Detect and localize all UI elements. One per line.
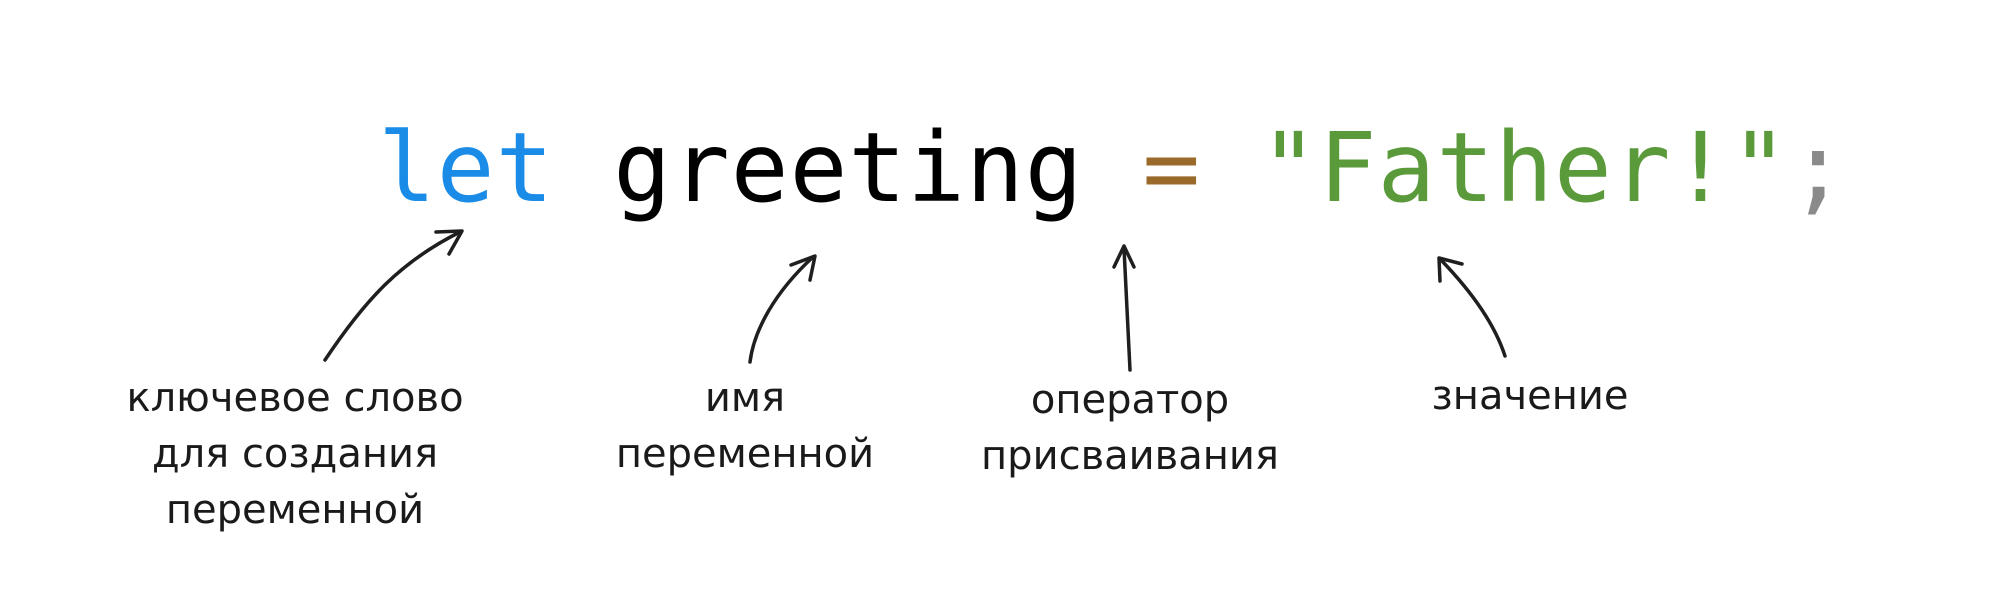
label-line: присваивания bbox=[981, 433, 1279, 479]
label-operator: оператор присваивания bbox=[960, 372, 1300, 484]
label-keyword: ключевое слово для создания переменной bbox=[110, 370, 480, 538]
arrow-to-keyword bbox=[323, 229, 464, 362]
code-keyword: let bbox=[378, 112, 555, 224]
label-line: переменной bbox=[615, 431, 875, 477]
label-line: имя bbox=[704, 375, 786, 421]
code-operator: = bbox=[1142, 112, 1202, 224]
code-line: let greeting = "Father!"; bbox=[378, 108, 1848, 228]
label-line: оператор bbox=[1030, 377, 1230, 423]
arrow-to-value bbox=[1437, 256, 1507, 358]
label-line: для создания bbox=[151, 431, 439, 477]
arrow-to-operator bbox=[1112, 244, 1136, 372]
label-variable-name: имя переменной bbox=[600, 370, 890, 482]
label-line: значение bbox=[1431, 373, 1629, 419]
label-line: переменной bbox=[165, 487, 425, 533]
arrow-to-name bbox=[748, 254, 817, 364]
code-semicolon: ; bbox=[1789, 112, 1848, 224]
label-value: значение bbox=[1400, 368, 1660, 424]
label-line: ключевое слово bbox=[126, 375, 464, 421]
code-variable-name: greeting bbox=[613, 112, 1084, 224]
code-value: "Father!" bbox=[1259, 112, 1790, 224]
